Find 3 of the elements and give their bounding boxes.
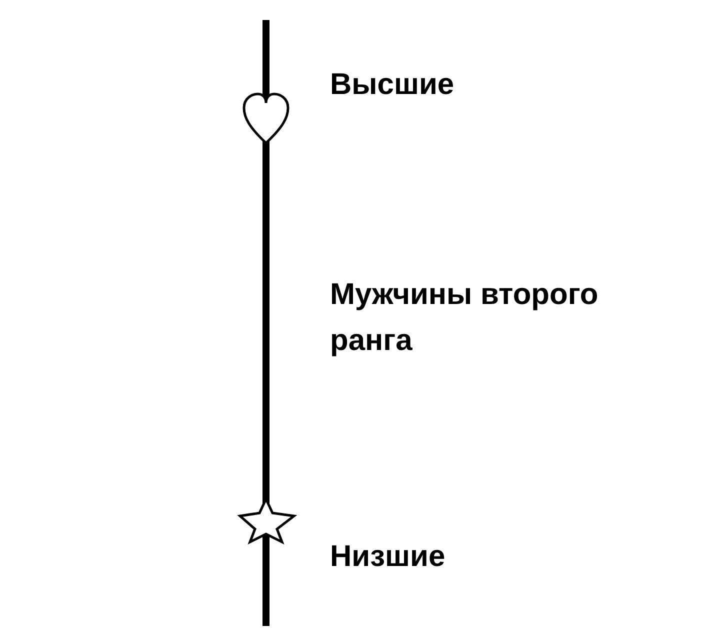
rank-label: Низшие [330, 539, 446, 575]
rank-label: Мужчины второго ранга [330, 277, 600, 359]
rank-label: Высшие [330, 67, 456, 103]
